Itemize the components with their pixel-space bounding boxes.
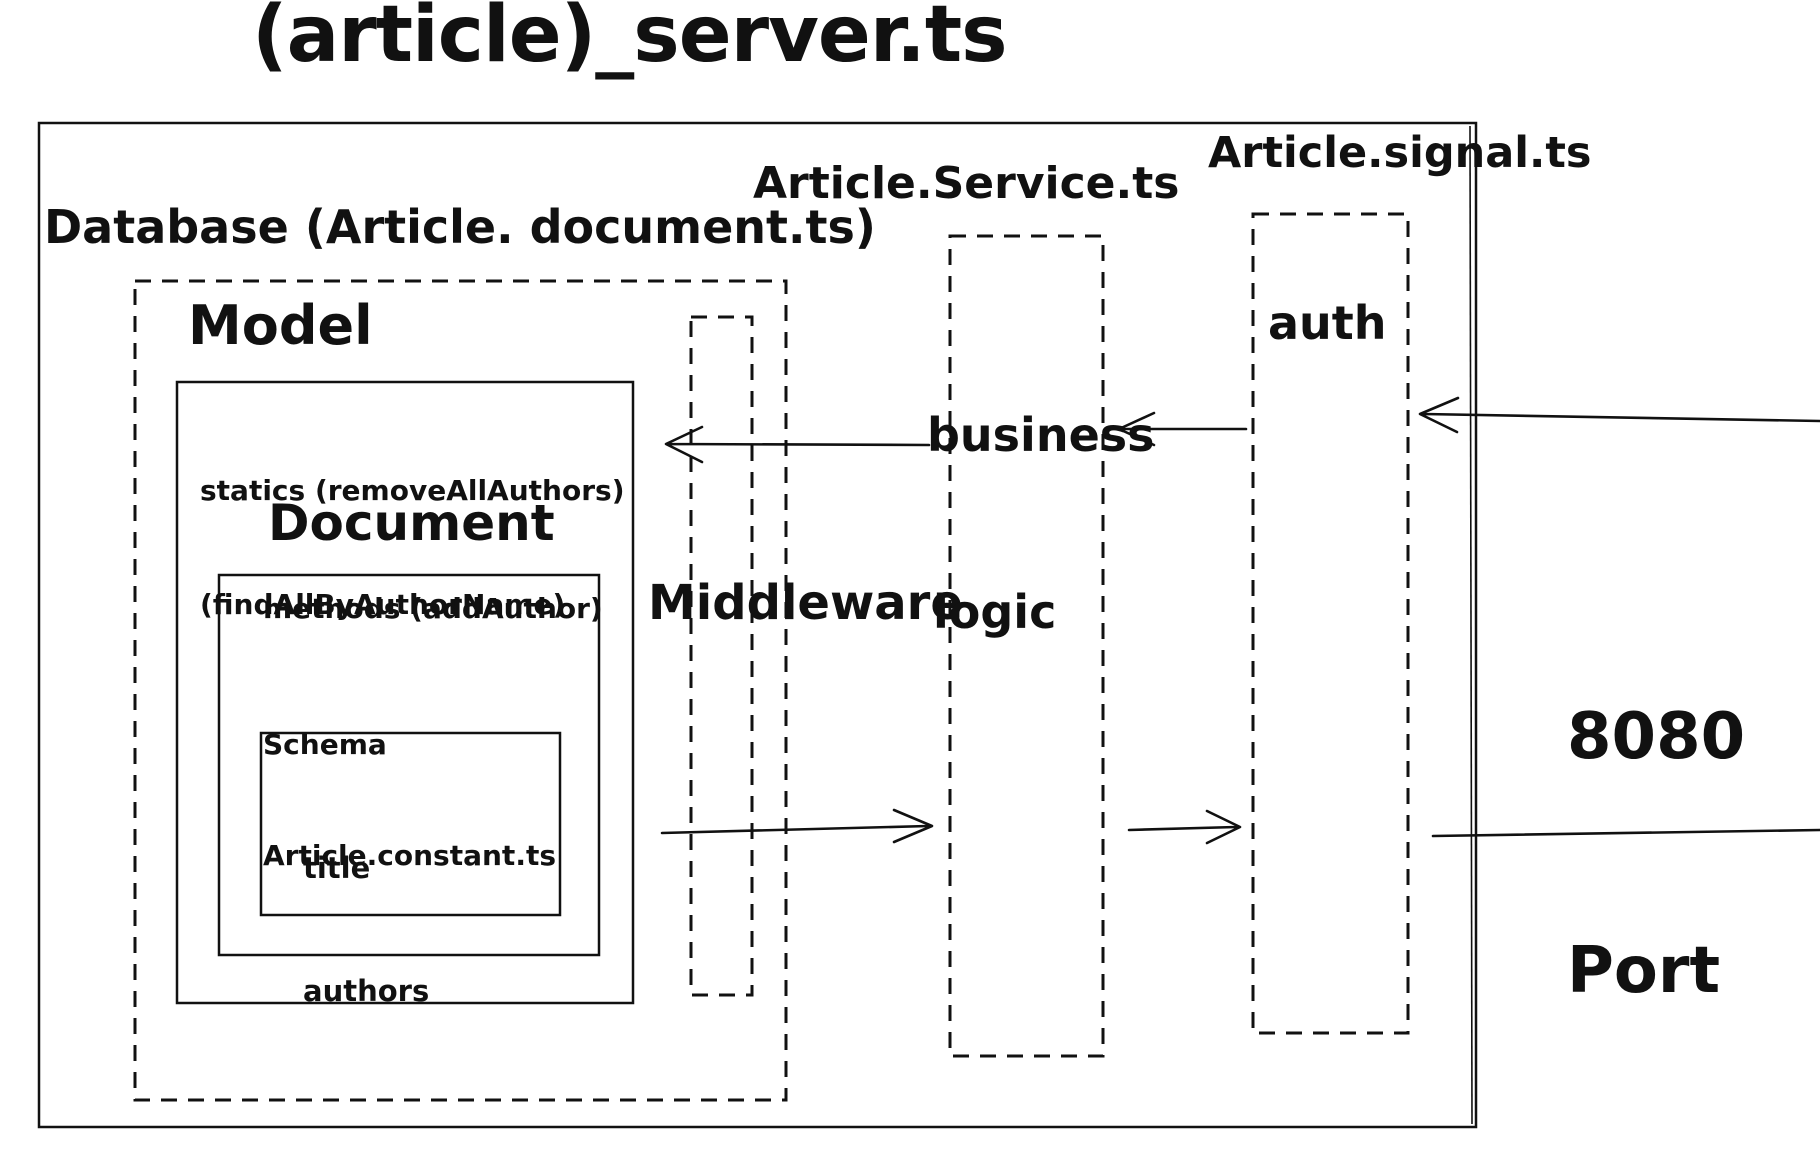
- business-line-2: logic: [933, 585, 1057, 639]
- database-dashed-box: [133, 279, 788, 1102]
- field-authors: authors: [303, 974, 430, 1008]
- outer-server-box-double-stroke: [1469, 125, 1473, 1125]
- database-label: Database (Article. document.ts): [44, 200, 876, 254]
- middleware-label: Middleware: [648, 575, 963, 631]
- arrow-database-to-service: [660, 808, 934, 844]
- business-logic-text: business logic: [927, 288, 1155, 760]
- page-title: (article)_server.ts: [252, 0, 1008, 80]
- signal-file-label: Article.signal.ts: [1208, 128, 1592, 178]
- arrow-service-to-signal: [1127, 809, 1242, 845]
- schema-line-2: Article.constant.ts: [263, 839, 557, 872]
- document-box: [217, 573, 601, 957]
- port-line-2: Port: [1567, 934, 1721, 1008]
- arrow-signal-to-service: [1117, 411, 1248, 447]
- schema-text: Schema Article.constant.ts: [263, 652, 556, 948]
- business-line-1: business: [927, 408, 1155, 462]
- middleware-dashed-box: [689, 315, 754, 997]
- line-signal-to-port: [1431, 828, 1820, 838]
- statics-line-2: (findAllByAuthorName): [200, 588, 566, 621]
- arrow-service-to-database: [664, 425, 931, 464]
- port-line-1: 8080: [1567, 700, 1746, 774]
- auth-text: auth: [1268, 296, 1387, 350]
- model-label: Model: [188, 294, 373, 357]
- statics-line-1: statics (removeAllAuthors): [200, 474, 625, 507]
- model-statics-text: statics (removeAllAuthors) (findAllByAut…: [200, 396, 624, 700]
- field-title: title: [303, 851, 371, 885]
- service-file-label: Article.Service.ts: [753, 158, 1180, 209]
- outer-server-box: [37, 121, 1478, 1129]
- port-text: 8080 Port: [1567, 542, 1745, 1160]
- document-heading: Document: [268, 494, 555, 552]
- arrow-port-to-signal: [1418, 396, 1820, 434]
- schema-line-1: Schema: [263, 728, 387, 761]
- model-box: [175, 380, 635, 1005]
- document-methods-text: methods (addAuthor): [263, 592, 603, 625]
- schema-fields-text: title authors: [303, 766, 429, 1094]
- schema-fields-box: [259, 731, 562, 917]
